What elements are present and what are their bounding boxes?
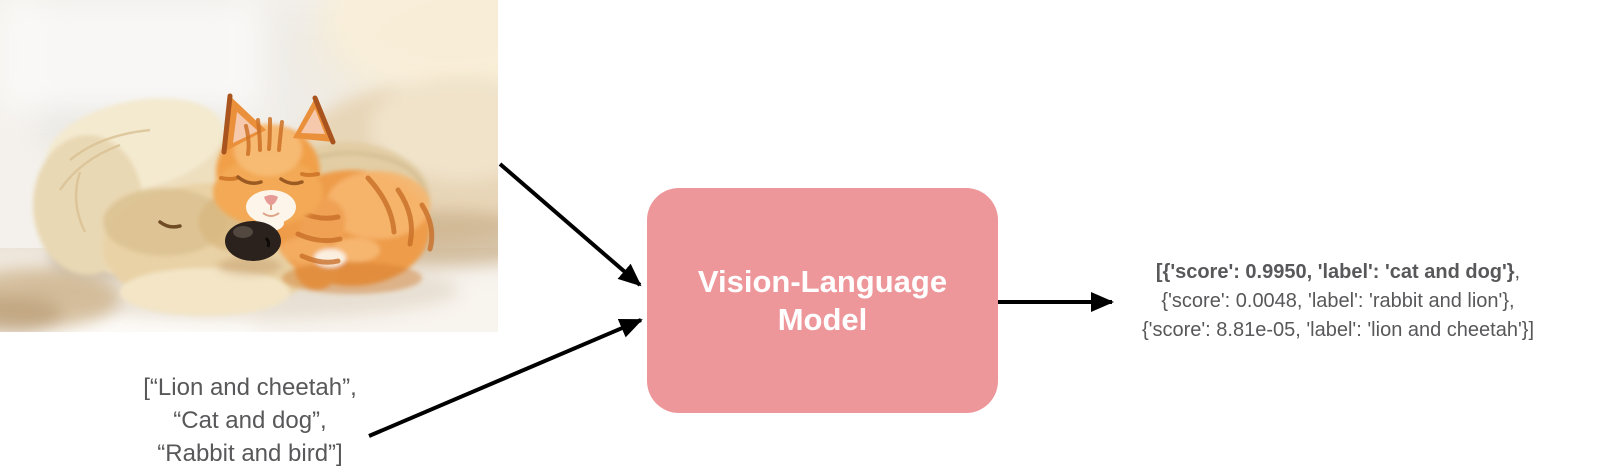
candidate-label-line-2: “Cat and dog”, [173, 407, 327, 434]
dog-and-kitten-photo [0, 0, 498, 332]
model-output-text: [{'score': 0.9950, 'label': 'cat and dog… [1083, 258, 1593, 345]
candidate-label-line-3: “Rabbit and bird”] [157, 440, 343, 467]
candidate-label-line-1: [“Lion and cheetah”, [143, 374, 357, 401]
output-line-2: {'score': 0.0048, 'label': 'rabbit and l… [1161, 290, 1515, 312]
vision-language-model-box: Vision-Language Model [647, 188, 998, 413]
arrow-labels-to-model-icon [368, 318, 643, 438]
output-line-1: [{'score': 0.9950, 'label': 'cat and dog… [1083, 258, 1593, 287]
arrow-image-to-model-icon [498, 162, 642, 287]
output-line-1-top-score: [{'score': 0.9950, 'label': 'cat and dog… [1155, 261, 1515, 283]
output-line-3: {'score': 8.81e-05, 'label': 'lion and c… [1141, 319, 1535, 341]
model-box-label: Vision-Language Model [697, 263, 948, 337]
candidate-labels-list: [“Lion and cheetah”, “Cat and dog”, “Rab… [95, 371, 405, 470]
output-line-1-tail: , [1514, 261, 1521, 283]
